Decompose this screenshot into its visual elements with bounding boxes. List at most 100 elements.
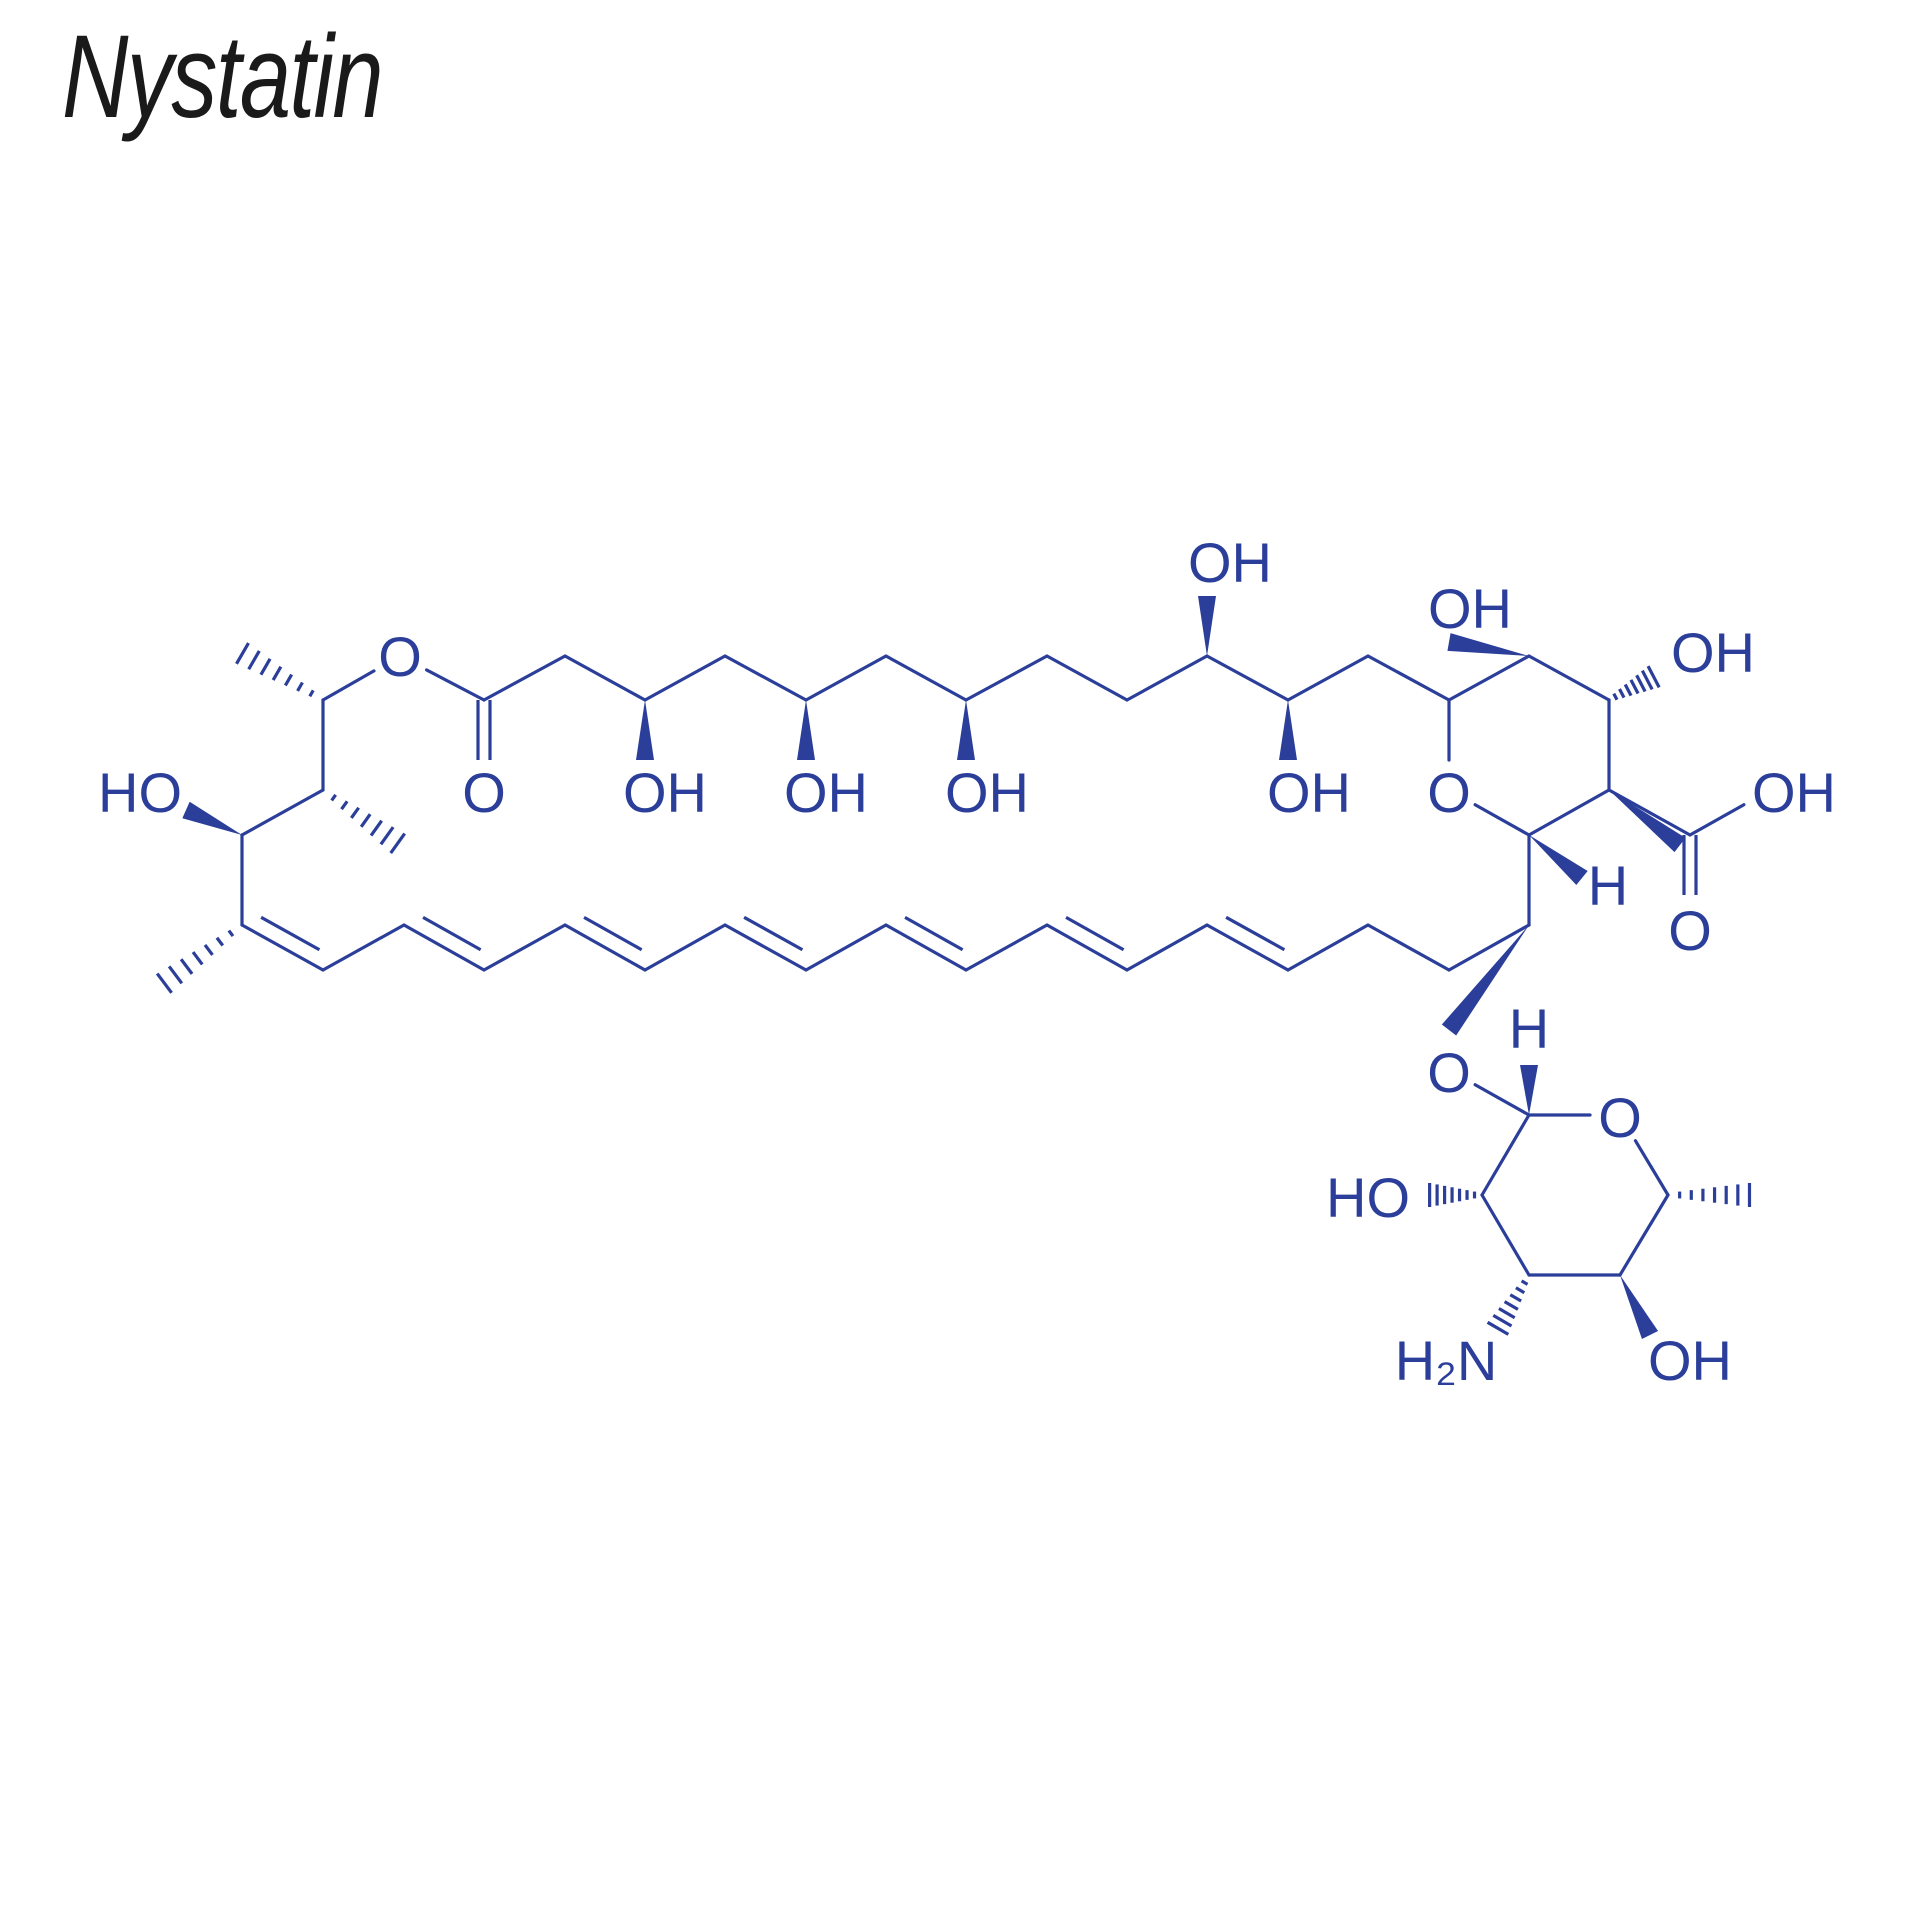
hash-bond-segment — [1635, 674, 1647, 693]
single-bond — [1205, 923, 1290, 972]
single-bond — [964, 654, 1049, 702]
single-bond — [240, 923, 325, 972]
single-bond — [723, 923, 808, 972]
double-bond-inner-line — [260, 915, 321, 952]
wedge-bond — [957, 700, 975, 760]
hash-bond-segment — [369, 819, 383, 837]
hash-bond-segment — [1486, 1320, 1510, 1336]
stereo-bonds — [155, 596, 1752, 1340]
single-bond — [884, 654, 968, 702]
atom-label: H₂N — [1395, 1329, 1498, 1392]
single-bond — [1633, 1139, 1670, 1197]
single-bond — [1527, 654, 1611, 702]
hash-bond-segment — [308, 689, 315, 698]
atom-label: OH — [1188, 531, 1272, 594]
double-bond-inner-line — [422, 915, 482, 952]
single-bond — [424, 668, 486, 702]
hash-bond-segment — [235, 642, 250, 665]
single-bond — [1473, 803, 1531, 837]
hash-bond-segment — [1640, 669, 1654, 691]
single-bond — [1480, 1193, 1531, 1277]
single-bond — [240, 788, 325, 837]
hash-bond-segment — [340, 800, 349, 811]
single-bond — [482, 654, 567, 702]
wedge-bond — [1520, 1065, 1538, 1115]
single-bond — [964, 923, 1049, 972]
hash-bond-segment — [1503, 1300, 1519, 1311]
atom-label: OH — [623, 761, 707, 824]
hash-bond-segment — [1623, 683, 1633, 697]
hash-bond-segment — [191, 951, 204, 966]
hash-bond-segment — [203, 943, 214, 956]
atom-label: O — [1668, 899, 1712, 962]
single-bond — [402, 923, 486, 972]
bond-lines — [240, 654, 1746, 1277]
single-bond — [1688, 803, 1746, 837]
single-bond — [321, 669, 376, 702]
atom-label: H — [1588, 854, 1628, 917]
single-bond — [1618, 1193, 1670, 1277]
single-bond — [1527, 788, 1611, 837]
hash-bond-segment — [1612, 692, 1619, 701]
wedge-bond — [1609, 790, 1686, 853]
hash-bond-segment — [155, 972, 173, 994]
double-bond-inner-line — [1225, 915, 1286, 952]
single-bond — [321, 923, 406, 972]
hash-bond-segment — [379, 826, 395, 846]
single-bond — [643, 923, 727, 972]
hash-bond-segment — [1492, 1314, 1513, 1328]
single-bond — [804, 654, 888, 702]
hash-bond-segment — [1629, 679, 1640, 695]
compound-title: Nystatin — [62, 11, 384, 143]
double-bond-inner-line — [743, 915, 804, 952]
single-bond — [1286, 654, 1370, 702]
hash-bond-segment — [389, 832, 406, 855]
atom-label: HO — [98, 761, 182, 824]
wedge-bond — [1441, 925, 1529, 1036]
wedge-bond — [182, 801, 242, 835]
atom-label: O — [1427, 761, 1471, 824]
atom-label: OH — [784, 761, 868, 824]
single-bond — [1125, 654, 1209, 702]
single-bond — [1286, 923, 1370, 972]
single-bond — [643, 654, 727, 702]
double-bond-inner-line — [904, 915, 964, 952]
wedge-bond — [1529, 835, 1588, 885]
single-bond — [1447, 654, 1531, 702]
hash-bond-segment — [1646, 665, 1661, 689]
atom-label: H — [1509, 997, 1549, 1060]
atom-label: O — [1598, 1086, 1642, 1149]
hash-bond-segment — [359, 813, 372, 828]
atom-label: OH — [1752, 761, 1836, 824]
atom-label: OH — [1267, 761, 1351, 824]
double-bond-inner-line — [583, 915, 643, 952]
single-bond — [563, 923, 647, 972]
atom-label: O — [1427, 1041, 1471, 1104]
single-bond — [1045, 654, 1129, 702]
single-bond — [1205, 654, 1290, 702]
single-bond — [1473, 1083, 1531, 1117]
hash-bond-segment — [215, 936, 225, 947]
wedge-bond — [1620, 1275, 1659, 1340]
single-bond — [723, 654, 808, 702]
wedge-bond — [1279, 700, 1297, 760]
hash-bond-segment — [330, 793, 337, 802]
atom-label: O — [378, 625, 422, 688]
wedge-bond — [797, 700, 815, 760]
hash-bond-segment — [259, 658, 272, 676]
single-bond — [1045, 923, 1129, 972]
single-bond — [1125, 923, 1209, 972]
hash-bond-segment — [296, 681, 304, 692]
hash-bond-segment — [283, 673, 294, 687]
hash-bond-segment — [247, 650, 261, 671]
hash-bond-segment — [1509, 1293, 1522, 1303]
single-bond — [482, 923, 567, 972]
single-bond — [1366, 923, 1451, 972]
hash-bond-segment — [1520, 1279, 1529, 1286]
hash-bond-segment — [271, 665, 283, 681]
hash-bond-segment — [350, 806, 360, 819]
single-bond — [1607, 788, 1692, 837]
hash-bond-segment — [167, 965, 184, 985]
